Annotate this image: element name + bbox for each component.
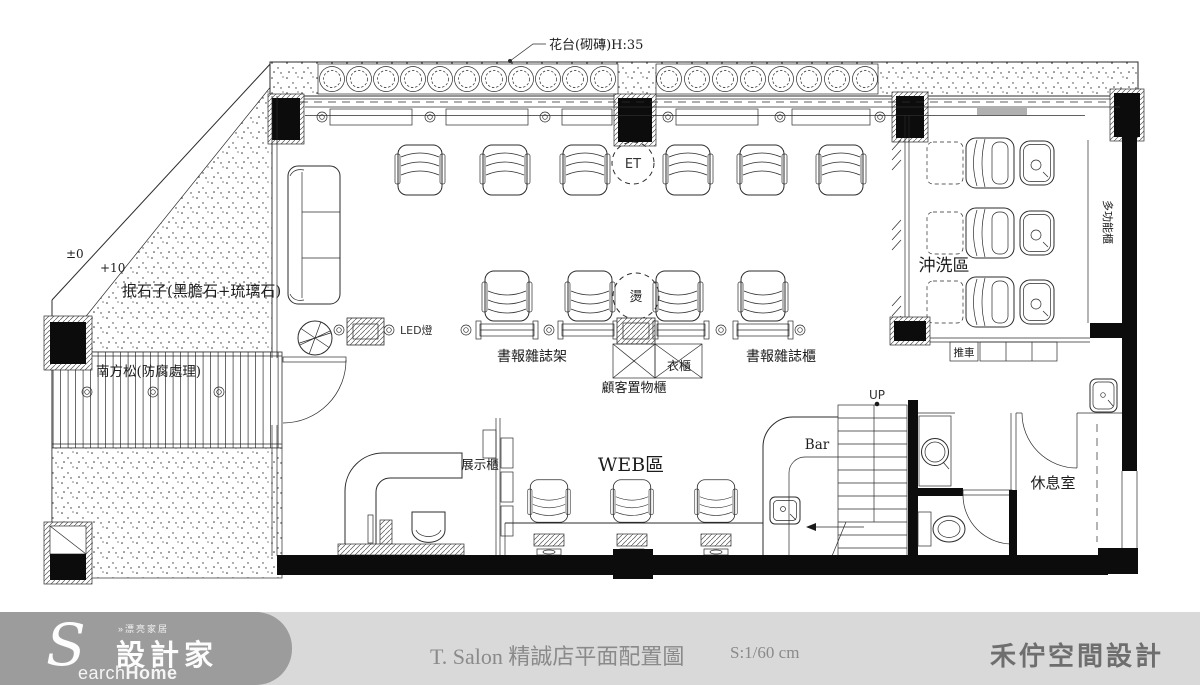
perm-circle — [612, 272, 660, 320]
site-boundary: ±0 +10 抿石子(黑膽石+琉璃石) — [51, 61, 281, 580]
design-company: 禾佇空間設計 — [989, 642, 1164, 672]
toilet-bowl — [932, 515, 966, 543]
footer-bar: S »漂亮家居 設計家 earchHome T. Salon 精誠店平面配置圖 … — [0, 612, 1200, 685]
logo-en-home: Home — [125, 663, 178, 683]
stairs: UP — [831, 388, 908, 558]
column — [43, 521, 93, 585]
column — [889, 316, 931, 346]
bottom-wall — [277, 548, 1138, 579]
side-table — [346, 317, 385, 346]
drawing-scale: S:1/60 cm — [730, 643, 800, 662]
entrance-door — [282, 356, 347, 424]
entry-mat — [337, 543, 465, 556]
et-label: ET — [625, 157, 641, 172]
customer-locker-label: 顧客置物櫃 — [601, 380, 666, 396]
web-area: WEB區 — [504, 454, 763, 556]
perm-label: 燙 — [629, 290, 642, 305]
searchome-logo: S »漂亮家居 設計家 earchHome — [0, 612, 292, 685]
level-zero-label: ±0 — [66, 247, 84, 261]
vanity-cabinet — [918, 415, 952, 487]
cart-label: 推車 — [954, 346, 975, 359]
bar-counter: Bar — [762, 416, 864, 555]
rest-room-door-swing — [1021, 412, 1078, 469]
rest-room: 休息室 — [1016, 378, 1122, 542]
entry-arrow — [806, 523, 816, 531]
flower-bed: 花台(砌磚)H:35 — [269, 37, 1139, 100]
sofa — [287, 165, 341, 305]
deck-label: 南方松(防腐處理) — [96, 364, 201, 380]
magazine-rack-row: LED燈 書報雜誌架 書報雜誌櫃 衣櫃 顧客置物櫃 — [333, 317, 816, 396]
logo-en-search: earch — [78, 663, 126, 683]
potted-plant — [297, 320, 333, 356]
logo-brand-en: earchHome — [78, 663, 178, 684]
column — [43, 315, 93, 371]
toilet-door-leaf — [962, 489, 1013, 496]
drawing-title: T. Salon 精誠店平面配置圖 — [430, 644, 685, 669]
wash-area-label: 沖洗區 — [919, 256, 970, 276]
et-circle — [611, 141, 655, 185]
stone-label: 抿石子(黑膽石+琉璃石) — [122, 282, 281, 300]
rest-room-sink — [1089, 378, 1118, 413]
stone-paving-area — [51, 84, 273, 353]
column — [891, 91, 929, 143]
column — [613, 93, 657, 147]
level-plus10-label: +10 — [100, 261, 125, 275]
flower-bed-label: 花台(砌磚)H:35 — [549, 37, 643, 53]
glass-ticks — [891, 139, 902, 327]
rest-room-label: 休息室 — [1030, 474, 1075, 492]
reception-desk — [337, 452, 465, 556]
mirror-counter-wall — [300, 101, 1120, 126]
wardrobe-label: 衣櫃 — [667, 358, 691, 373]
toilet-room — [908, 400, 1017, 557]
floor-plan-drawing: ±0 +10 抿石子(黑膽石+琉璃石) 南方松(防腐處理) — [43, 37, 1145, 585]
logo-slogan: »漂亮家居 — [118, 624, 170, 634]
logo-brand-zh: 設計家 — [116, 638, 219, 672]
reception-chair — [411, 511, 446, 543]
column — [1109, 88, 1145, 142]
led-light-label: LED燈 — [400, 323, 433, 337]
bar-label: Bar — [805, 437, 830, 453]
up-label: UP — [869, 388, 885, 402]
multifunction-cabinet-label: 多功能櫃 — [1101, 200, 1115, 244]
storefront-wall — [271, 96, 278, 556]
toilet-door-swing — [962, 494, 1013, 545]
magazine-cabinet-label: 書報雜誌櫃 — [746, 349, 816, 365]
wardrobe — [654, 343, 703, 379]
logo-s-glyph: S — [46, 611, 86, 679]
wash-area: 沖洗區 多功能櫃 推車 — [889, 115, 1115, 362]
mirror-counter — [329, 108, 871, 126]
display-cabinet-label: 展示櫃 — [461, 457, 499, 472]
display-cabinet: 展示櫃 — [461, 418, 514, 556]
magazine-rack-label: 書報雜誌架 — [497, 349, 567, 365]
wash-basin — [921, 438, 949, 466]
web-area-label: WEB區 — [598, 454, 664, 476]
customer-locker — [612, 343, 656, 379]
bar-sink — [769, 496, 801, 525]
column — [267, 93, 305, 145]
cart — [949, 341, 979, 362]
right-wall — [1090, 137, 1138, 548]
